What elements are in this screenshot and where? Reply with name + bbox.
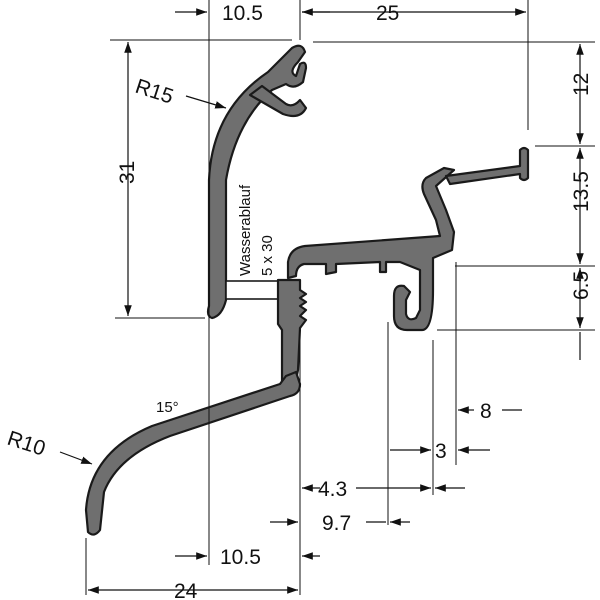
dim-angle: 15° (156, 399, 179, 416)
upper-arm-hook (248, 84, 308, 118)
upper-curved-arm (206, 44, 308, 320)
vertical-stem (276, 278, 308, 387)
lower-sill (84, 370, 302, 536)
dim-right-12: 12 (570, 73, 593, 96)
dim-right-3: 3 (435, 440, 447, 463)
dim-radius-bottom: R10 (4, 427, 48, 461)
drainage-label: Wasserablauf (237, 184, 254, 276)
dim-bottom-9-7: 9.7 (322, 512, 351, 535)
dim-right-8: 8 (480, 400, 492, 423)
dim-bottom-10-5: 10.5 (220, 546, 261, 569)
dim-right-6-5: 6.5 (570, 271, 593, 300)
upper-right-arm (444, 146, 530, 186)
extension-lines (85, 0, 595, 595)
dim-top-left-width: 10.5 (222, 2, 263, 25)
dim-height-left: 31 (116, 161, 139, 184)
dim-bottom-4-3: 4.3 (318, 478, 347, 501)
dim-radius-top: R15 (132, 75, 176, 109)
main-body (286, 166, 456, 332)
dimension-lines (59, 8, 584, 594)
drainage-size-label: 5 x 30 (259, 235, 276, 276)
drainage-slot (225, 280, 279, 300)
dim-top-right-width: 25 (376, 2, 399, 25)
dim-bottom-24: 24 (174, 580, 198, 600)
dim-right-13-5: 13.5 (570, 171, 593, 212)
